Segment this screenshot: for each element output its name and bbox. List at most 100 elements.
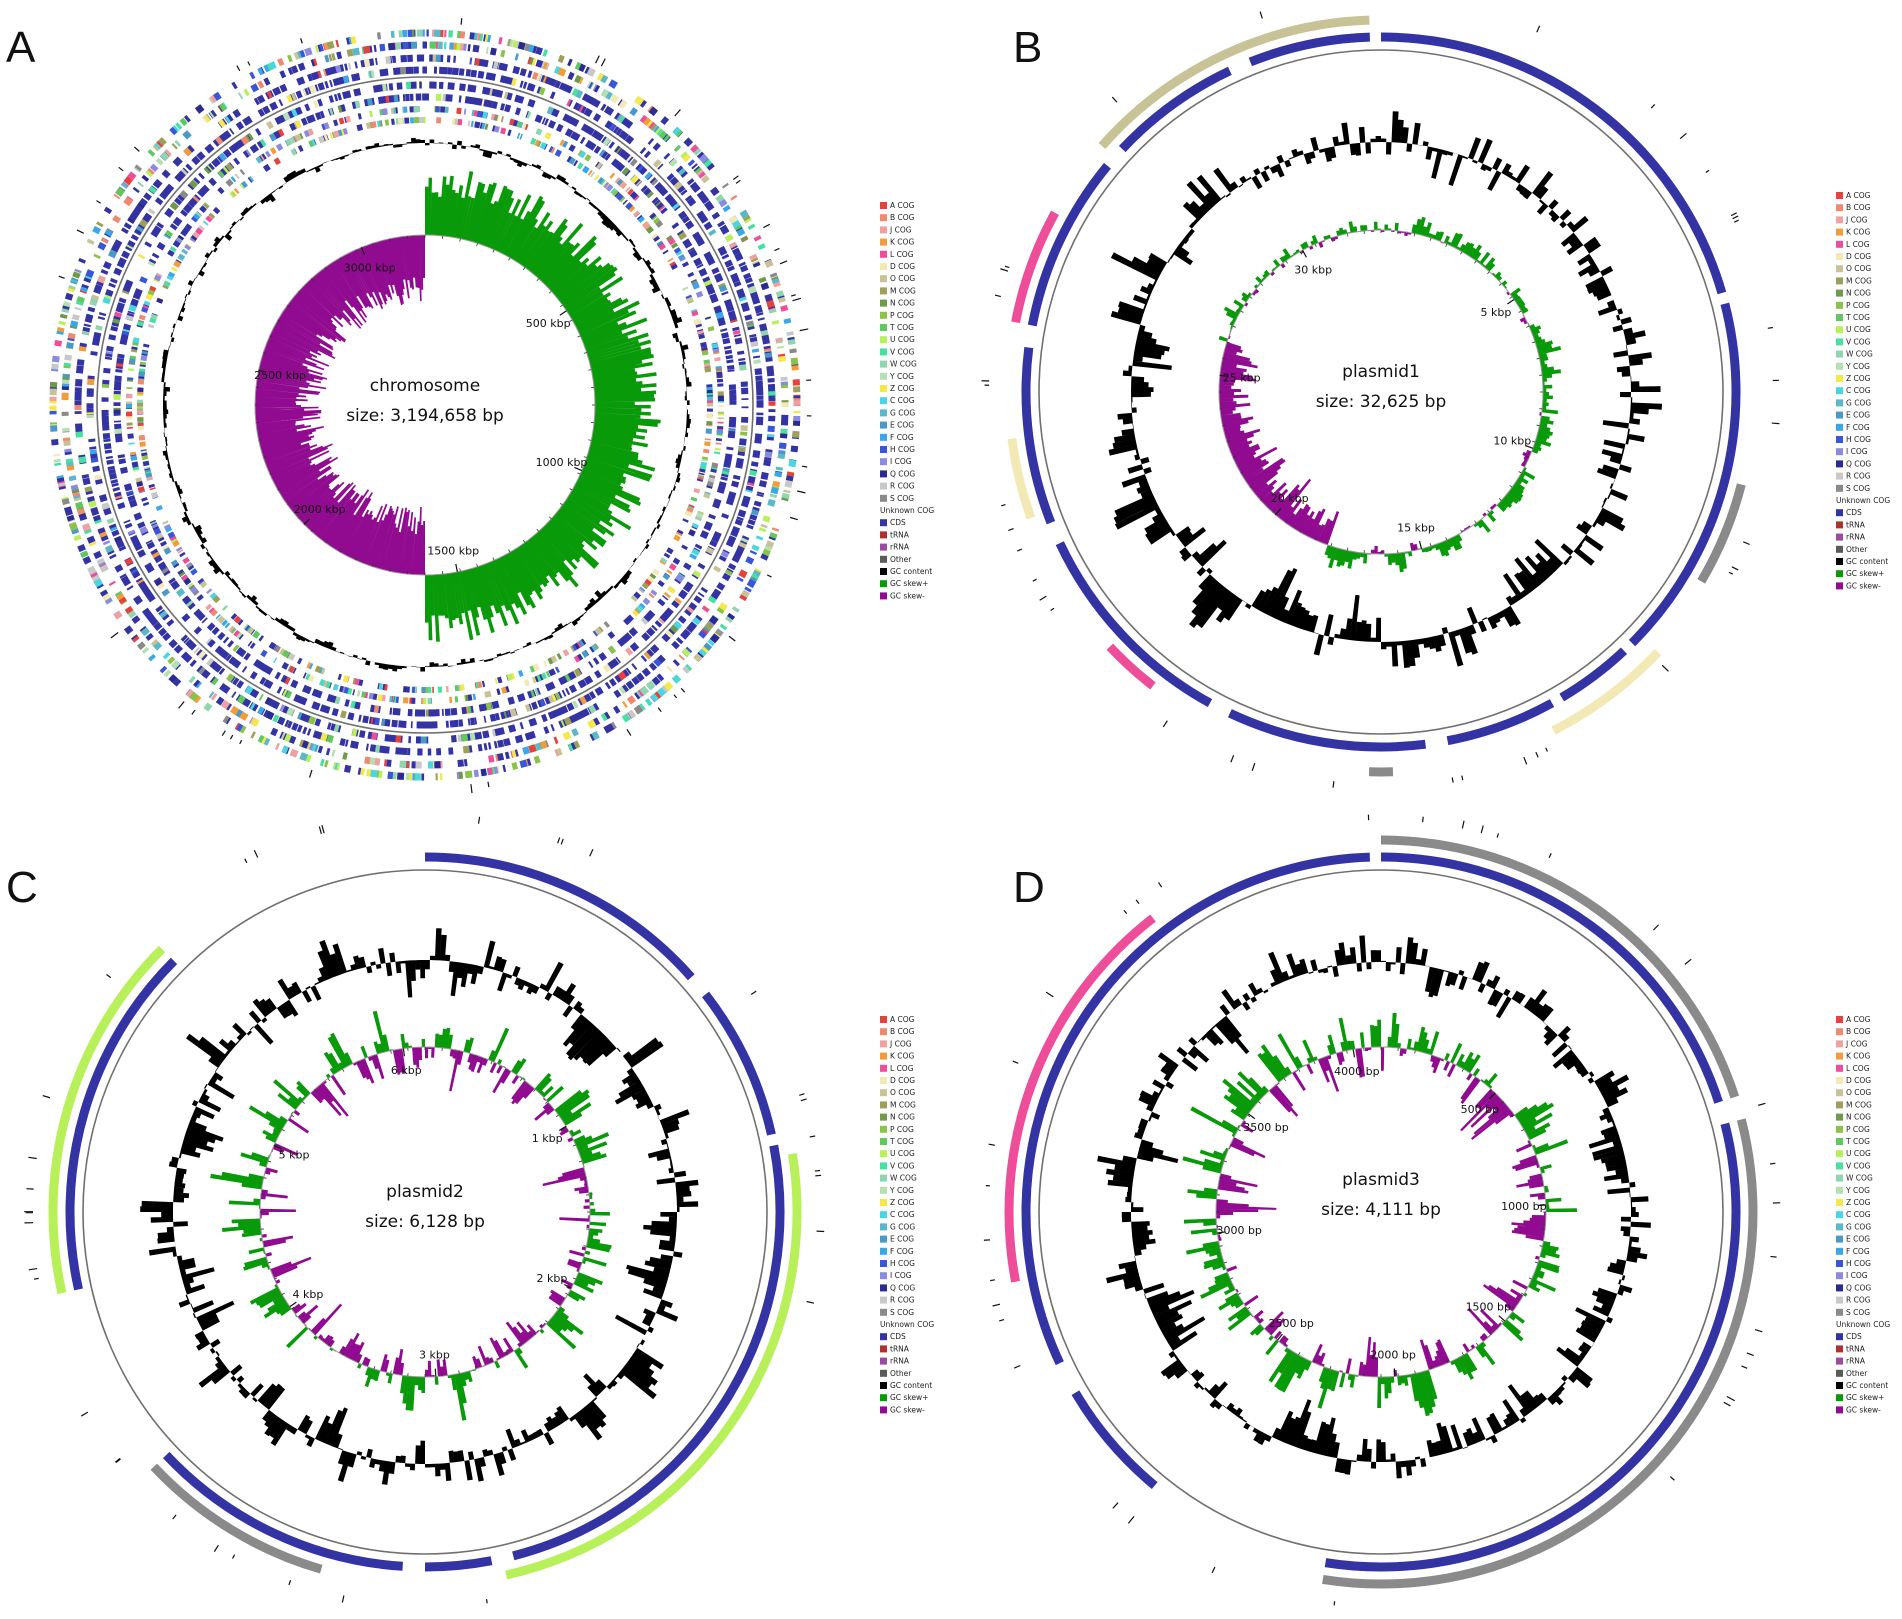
gene-ring	[137, 116, 654, 681]
scale-tick	[490, 1061, 493, 1065]
outer-mark	[300, 38, 303, 44]
cds-feature	[162, 1451, 403, 1571]
legend-item-label: S COG	[1846, 1308, 1870, 1317]
scale-tick	[492, 249, 495, 253]
outer-mark	[1535, 751, 1539, 758]
legend-swatch	[1836, 1052, 1843, 1060]
legend-swatch	[880, 275, 887, 283]
scale-label: 500 bp	[1461, 1103, 1499, 1116]
scale-tick	[519, 1342, 523, 1346]
cds-feature	[424, 1556, 493, 1572]
gene-ring	[701, 605, 710, 613]
gene-ring	[290, 92, 722, 573]
outer-mark	[600, 58, 606, 67]
scale-tick	[1534, 1261, 1539, 1264]
outer-mark	[80, 1411, 89, 1417]
outer-mark	[58, 275, 65, 279]
legend-swatch	[1836, 289, 1843, 297]
legend-swatch	[880, 1089, 887, 1097]
legend-item-label: J COG	[1845, 215, 1868, 224]
outer-mark	[657, 707, 662, 713]
legend-swatch	[880, 1125, 887, 1133]
outer-mark	[674, 109, 681, 117]
outer-mark	[1016, 548, 1023, 552]
scale-tick	[459, 568, 461, 572]
scale-tick	[588, 369, 592, 371]
outer-mark	[988, 1143, 995, 1146]
legend-swatch	[880, 568, 887, 575]
gene-ring	[89, 58, 786, 758]
scale-tick	[1222, 357, 1226, 360]
outer-mark	[1123, 909, 1128, 915]
scale-tick	[508, 257, 511, 261]
scale-tick	[355, 557, 358, 561]
scale-tick	[1430, 1365, 1433, 1370]
scale-tick	[1230, 1144, 1234, 1147]
legend-item-label: T COG	[1845, 313, 1870, 322]
scale-tick	[1260, 498, 1264, 501]
legend-item-label: L COG	[1846, 1064, 1870, 1073]
scale-label: 1 kbp	[532, 1132, 563, 1145]
legend-swatch	[1836, 204, 1843, 212]
gene-ring	[125, 106, 723, 701]
gene-ring	[96, 38, 801, 781]
scale-major-tick	[434, 1368, 437, 1377]
scale-tick	[1237, 1292, 1241, 1295]
outer-mark	[792, 297, 802, 302]
legend-swatch	[1836, 1406, 1843, 1414]
cds-feature	[1559, 647, 1628, 702]
gene-ring	[237, 57, 775, 704]
scale-label: 25 kbp	[1223, 372, 1261, 385]
outer-mark	[1461, 775, 1464, 781]
scale-label: 1000 kbp	[536, 456, 588, 469]
legend-item-label: Other	[1846, 1369, 1868, 1378]
gene-ring	[185, 100, 540, 705]
legend-swatch	[1836, 1040, 1843, 1048]
legend-item-label: K COG	[1846, 1052, 1870, 1061]
scale-label: 2500 bp	[1268, 1317, 1313, 1330]
scale-tick	[263, 352, 267, 354]
outer-mark	[1461, 820, 1465, 829]
gene-ring	[161, 567, 170, 574]
gene-ring	[122, 304, 700, 596]
legend-item-label: U COG	[1846, 325, 1871, 334]
legend-item-label: O COG	[1846, 1088, 1871, 1097]
scale-tick	[1539, 1177, 1543, 1179]
scale-major-tick	[1276, 1333, 1283, 1341]
legend-swatch	[1836, 1064, 1843, 1072]
outer-mark	[1112, 1502, 1119, 1509]
legend-swatch	[880, 1296, 887, 1304]
legend-item-label: L COG	[1846, 240, 1870, 249]
gene-ring	[689, 311, 724, 560]
scale-tick	[327, 1078, 331, 1082]
legend-item-label: Other	[1846, 545, 1868, 554]
scale-tick	[274, 1144, 278, 1147]
scale-tick	[1270, 1089, 1273, 1092]
legend-swatch	[880, 226, 887, 234]
gene-ring	[104, 244, 358, 737]
legend-swatch	[880, 1382, 887, 1389]
outer-mark	[594, 55, 600, 64]
scale-tick	[1346, 1370, 1348, 1374]
gene-ring	[135, 225, 427, 744]
scale-tick	[577, 335, 581, 338]
backbone-circle	[96, 76, 754, 734]
scale-tick	[1247, 1306, 1251, 1310]
outer-mark	[1536, 25, 1541, 33]
legend-swatch	[880, 531, 887, 539]
scale-tick	[1518, 310, 1522, 313]
legend-swatch	[880, 287, 887, 295]
gene-ring	[127, 106, 682, 703]
scale-tick	[569, 319, 573, 322]
gene-ring	[95, 324, 340, 733]
scale-tick	[1511, 1306, 1515, 1310]
legend-item-label: S COG	[890, 1308, 914, 1317]
gene-ring	[374, 164, 644, 726]
scale-tick	[1461, 1352, 1464, 1356]
scale-tick	[583, 456, 587, 458]
outer-mark	[1705, 169, 1710, 174]
gene-ring	[206, 164, 701, 697]
